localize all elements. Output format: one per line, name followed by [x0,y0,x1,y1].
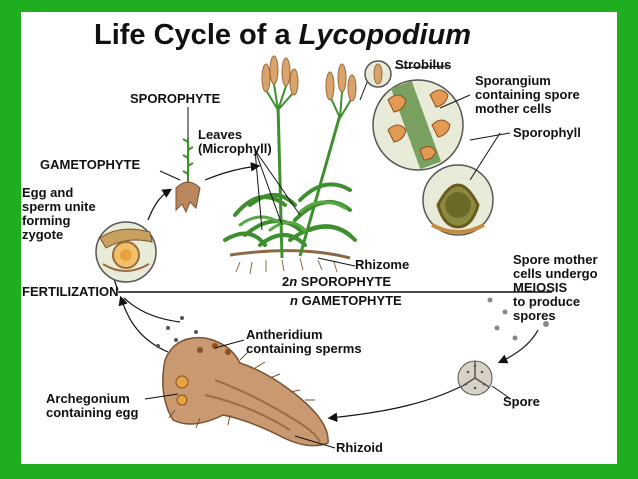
label-gametophyte: GAMETOPHYTE [40,157,141,172]
spore-dots [487,297,549,341]
label-strobilus: Strobilus [395,57,452,72]
label-spore: Spore [503,394,540,409]
arrow-gametes-to-fertilization [118,295,169,353]
arrow-spore-to-gametophyte [327,385,463,423]
young-sporophyte [175,138,201,214]
arrow-meiosis-to-spore [497,329,539,364]
label-sporophyll: Sporophyll [513,125,581,140]
label-rhizoid: Rhizoid [336,440,383,455]
label-2n-sporophyte: 2n SPOROPHYTE [282,274,392,289]
label-leaves: Leaves(Microphyll) [198,127,272,156]
gametophyte-body [162,336,329,447]
zygote-circle [95,221,157,283]
label-fertilization: FERTILIZATION [22,284,119,299]
label-n-gametophyte: n GAMETOPHYTE [290,293,402,308]
sperm-dots [156,316,198,348]
arrow-sperm-to-fertilization [123,297,181,323]
leader-lines [144,65,511,449]
arrow-gametophyte-to-sporophyte [204,162,261,181]
strobilus-circle [359,60,494,236]
label-rhizome: Rhizome [355,257,410,272]
sporophyte-plant [223,55,357,275]
arrow-zygote-to-gametophyte [147,188,173,221]
spore-body [457,360,493,396]
page-title: Life Cycle of a Lycopodium [94,19,472,51]
label-sporophyte: SPOROPHYTE [130,91,221,106]
title-genus: Lycopodium [298,19,472,51]
